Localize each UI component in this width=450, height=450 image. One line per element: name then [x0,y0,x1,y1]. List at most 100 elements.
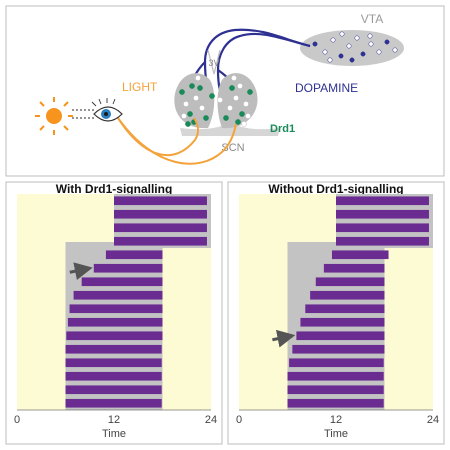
vta-neuron [327,57,333,63]
scn-neuron [233,95,239,101]
vta-neuron [354,35,360,41]
x-axis-label: Time [102,428,126,440]
scn-neuron [239,111,245,117]
activity-bar [296,331,385,341]
vta-neuron [384,39,390,45]
x-tick-label: 0 [14,414,20,426]
scn-neuron [195,75,201,81]
activity-bar [287,371,384,381]
vta-region [300,30,404,66]
vta-neuron [367,33,373,39]
light-rays [72,109,96,119]
activity-bar [81,277,163,287]
vta-neuron [339,31,345,37]
vta-neuron [376,49,382,55]
scn-neuron [187,111,193,117]
scn-neuron [203,115,209,121]
scn-neuron [231,75,237,81]
activity-bar [114,223,207,233]
panel-title: With Drd1-signalling [56,182,173,196]
activity-bar [305,304,385,314]
activity-bar [289,358,384,368]
activity-bar [67,317,163,327]
scn-neuron [185,121,191,127]
vta-neuron [368,41,374,47]
third-ventricle-label: 3V [208,58,219,68]
activity-bar [287,385,384,395]
scn-neuron [183,101,189,107]
activity-bar [65,398,162,408]
scn-neuron [227,105,233,111]
activity-bar [336,209,429,219]
scn-neuron [199,105,205,111]
x-axis-label: Time [324,428,348,440]
panel-title: Without Drd1-signalling [268,182,403,196]
activity-bar [336,196,429,206]
scn-neuron [209,93,215,99]
scn-neuron [193,95,199,101]
scn-neuron [245,113,251,119]
activity-bar [323,263,385,273]
activity-bar [310,290,385,300]
light-pathway [117,117,237,165]
scn-neuron [241,121,247,127]
x-tick-label: 24 [205,414,217,426]
activity-bar [105,250,163,260]
activity-bar [65,371,162,381]
x-tick-label: 0 [236,414,242,426]
activity-bar [300,317,385,327]
vta-neuron [322,49,328,55]
vta-neuron [392,47,398,53]
eye-icon [91,98,123,122]
activity-bar [336,236,429,246]
scn-neuron [179,89,185,95]
scn-neuron [237,83,243,89]
activity-bar [93,263,163,273]
activity-bar [331,250,389,260]
activity-bar [114,196,207,206]
activity-bar [114,209,207,219]
activity-bar [65,344,162,354]
sun-icon [35,97,73,135]
scn-neuron [247,89,253,95]
phase-shift-arrow [272,329,296,348]
vta-neuron [330,37,336,43]
activity-bar [66,331,163,341]
dopamine-label: DOPAMINE [295,81,358,95]
phase-shift-arrow [69,262,93,281]
vta-label: VTA [361,12,383,26]
scn-neuron [189,83,195,89]
scn-base [180,122,280,136]
scn-neuron [217,97,223,103]
activity-bar [73,290,163,300]
x-tick-label: 24 [427,414,439,426]
activity-bar [114,236,207,246]
vta-neuron [338,53,344,59]
scn-neuron [197,85,203,91]
scn-neurons [179,75,253,127]
x-tick-label: 12 [108,414,120,426]
light-label: LIGHT [122,80,158,94]
activity-bar [336,223,429,233]
vta-neuron [312,41,318,47]
activity-bar [315,277,385,287]
activity-bar [65,385,162,395]
drd1-label: Drd1 [270,123,295,135]
vta-neuron [360,51,366,57]
vta-neuron [349,57,355,63]
x-tick-label: 12 [330,414,342,426]
activity-bar [292,344,385,354]
scn-neuron [181,113,187,119]
scn-neuron [229,85,235,91]
activity-bar [69,304,163,314]
vta-neuron [346,43,352,49]
vta-neurons [312,31,398,63]
activity-bar [287,398,384,408]
scn-neuron [243,101,249,107]
activity-bar [65,358,162,368]
scn-neuron [223,115,229,121]
scn-neuron [235,119,241,125]
